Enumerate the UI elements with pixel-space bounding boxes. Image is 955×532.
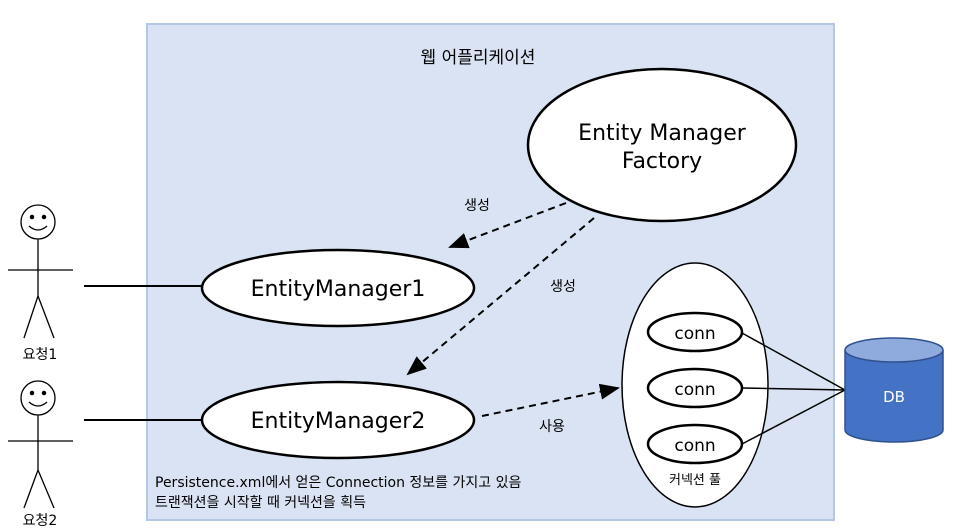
note-line-2: 트랜잭션을 시작할 때 커넥션을 획득 bbox=[155, 495, 366, 511]
user-2-label: 요청2 bbox=[23, 513, 58, 529]
user-2-figure bbox=[8, 380, 73, 509]
user-1-label: 요청1 bbox=[23, 347, 58, 363]
note-line-1: Persistence.xml에서 얻은 Connection 정보를 가지고 … bbox=[155, 475, 521, 491]
conn-db-line-2 bbox=[741, 387, 846, 391]
create-label-1: 생성 bbox=[464, 198, 490, 214]
use-label: 사용 bbox=[539, 419, 565, 435]
entity-manager-2-label: EntityManager2 bbox=[251, 409, 426, 434]
conn-label-3: conn bbox=[674, 436, 715, 456]
user-1-figure bbox=[8, 204, 73, 339]
conn-db-line-3 bbox=[741, 389, 846, 445]
conn-label-1: conn bbox=[674, 324, 715, 344]
connection-pool-label: 커넥션 풀 bbox=[669, 473, 721, 488]
create-arrow-2 bbox=[406, 217, 595, 376]
create-arrow-1 bbox=[448, 202, 567, 249]
db-label: DB bbox=[883, 388, 905, 406]
factory-label-line1: Entity Manager bbox=[578, 121, 747, 146]
entity-manager-2-node bbox=[200, 380, 476, 460]
factory-label-line2: Factory bbox=[622, 149, 702, 174]
create-label-2: 생성 bbox=[550, 279, 576, 295]
conn-label-2: conn bbox=[674, 380, 715, 400]
entity-manager-factory-node bbox=[526, 67, 798, 223]
conn-node-1 bbox=[646, 311, 744, 353]
entity-manager-1-label: EntityManager1 bbox=[251, 277, 426, 302]
container-title: 웹 어플리케이션 bbox=[421, 48, 536, 68]
database-icon bbox=[844, 337, 944, 443]
conn-db-line-1 bbox=[741, 332, 846, 391]
entity-manager-1-node bbox=[200, 248, 476, 328]
